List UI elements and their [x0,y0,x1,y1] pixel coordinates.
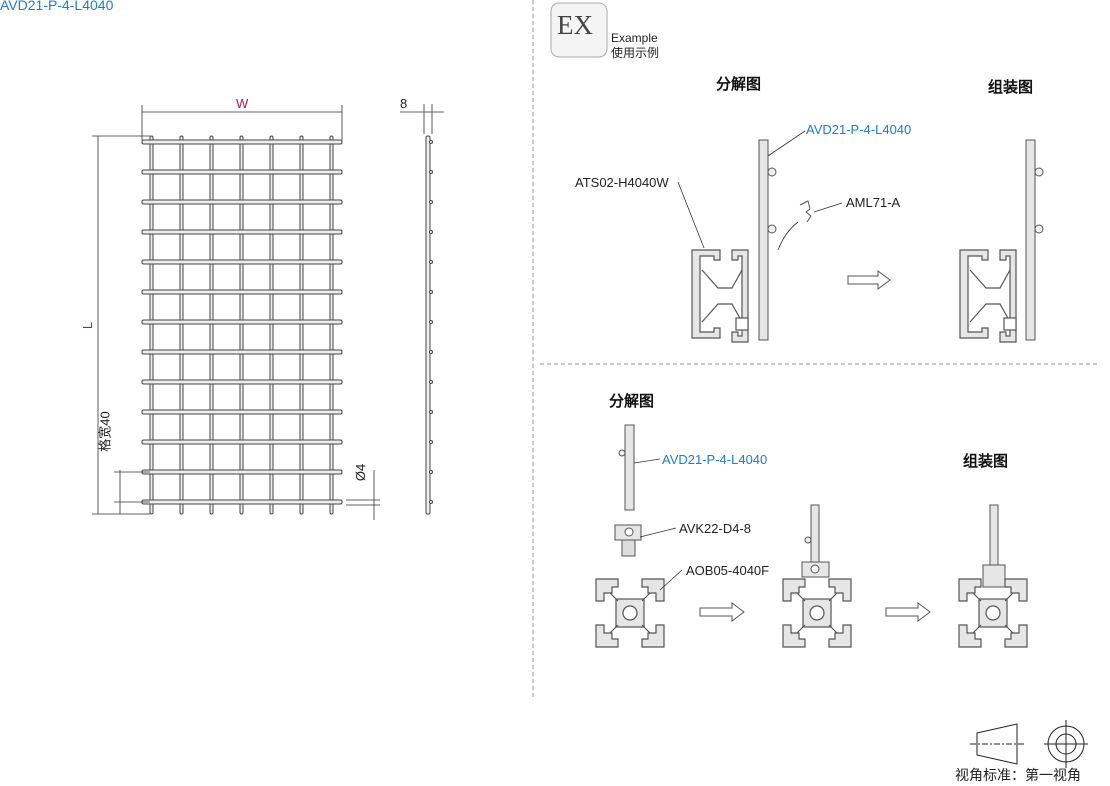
horizontal-wire [141,229,343,235]
example2-assembled-b [958,504,1028,648]
wire-end-dot [429,140,433,144]
horizontal-wire [141,499,343,505]
example1-exploded-title: 分解图 [716,76,762,93]
example2-assembled-title: 组装图 [963,453,1009,470]
wire-end-dot [429,260,433,264]
horizontal-wire [141,319,343,325]
horizontal-wire [141,169,343,175]
part-label-profile: ATS02-H4040W [575,175,669,190]
dimension-width: W [236,96,249,111]
product-code-title: AVD21-P-4-L4040 [0,0,114,13]
wire-end-dot [429,320,433,324]
horizontal-wire [141,349,343,355]
part-label-bracket: AVK22-D4-8 [679,521,752,536]
horizontal-wire [141,199,343,205]
horizontal-wire [141,289,343,295]
example-label-cn: 使用示例 [611,46,660,60]
part-label-profile-2: AOB05-4040F [686,563,770,578]
horizontal-wire [141,469,343,475]
first-angle-projection-symbol [970,720,1088,768]
section-dividers [532,0,1100,700]
dimension-diameter: Ø4 [353,463,369,482]
dimension-thickness: 8 [400,96,408,111]
wire-end-dot [429,230,433,234]
vertical-wire [299,135,304,515]
mesh-side-view [425,135,433,515]
horizontal-wire [141,439,343,445]
example2-assembled-a [782,504,931,648]
part-label-clip: AML71-A [846,195,901,210]
wire-end-dot [429,380,433,384]
vertical-wire [209,135,214,515]
horizontal-wire [141,139,343,145]
wire-end-dot [429,410,433,414]
horizontal-wire [141,379,343,385]
part-label-mesh: AVD21-P-4-L4040 [806,122,912,137]
example1-exploded [677,130,891,343]
vertical-wire [269,135,274,515]
wire-end-dot [429,350,433,354]
wire-end-dot [429,170,433,174]
example2-exploded-title: 分解图 [609,393,655,410]
mesh-front-view [141,135,343,515]
vertical-wire [149,135,154,515]
horizontal-wire [141,409,343,415]
dimension-lines [92,104,444,520]
example-badge-box [550,2,608,58]
example-label-en: Example [611,31,658,45]
vertical-wire [329,135,334,515]
example-badge: EX [557,10,593,40]
horizontal-wire [141,259,343,265]
side-wire [425,135,431,515]
dimension-pitch: 格宽40 [97,411,113,452]
wire-end-dot [429,470,433,474]
example1-assembled-title: 组装图 [988,79,1034,96]
dimension-length: L [80,321,96,330]
wire-end-dot [429,290,433,294]
vertical-wire [239,135,244,515]
wire-end-dot [429,200,433,204]
projection-label: 视角标准：第一视角 [955,767,1081,783]
part-label-mesh-2: AVD21-P-4-L4040 [662,452,768,467]
wire-end-dot [429,440,433,444]
example1-assembled [959,139,1044,343]
wire-end-dot [429,500,433,504]
vertical-wire [179,135,184,515]
example2-exploded [595,424,745,648]
